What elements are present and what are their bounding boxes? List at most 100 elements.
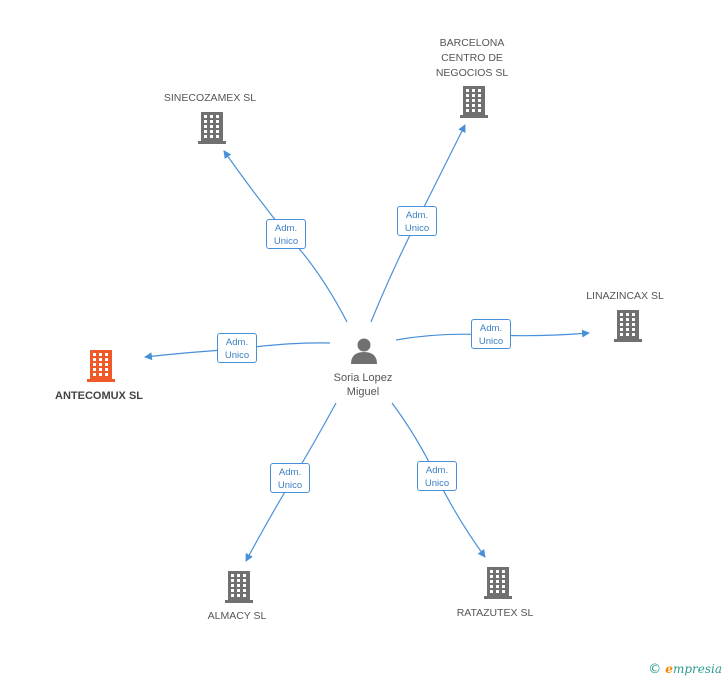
edge-role-line2: Unico [273, 236, 299, 247]
building-window [490, 590, 493, 593]
building-window [466, 104, 469, 107]
edge-role-line1: Adm. [274, 223, 298, 234]
building-window [93, 363, 96, 366]
building-window [620, 318, 623, 321]
building-window [490, 585, 493, 588]
building-window [632, 328, 635, 331]
building-window [243, 594, 246, 597]
person-head [357, 338, 371, 352]
building-window [620, 313, 623, 316]
edge-role-line1: Adm. [425, 465, 449, 476]
building-window [478, 99, 481, 102]
building-window [216, 120, 219, 123]
edge-role-line2: Unico [424, 478, 450, 489]
building-window [502, 590, 505, 593]
edge-role-linazincax[interactable]: Adm. Unico [471, 319, 511, 349]
building-base [198, 141, 226, 144]
building-window [496, 585, 499, 588]
building-icon-barcelona[interactable] [460, 86, 488, 118]
building-window [231, 589, 234, 592]
building-window [105, 363, 108, 366]
building-base [484, 596, 512, 599]
building-window [620, 323, 623, 326]
company-label-barcelona[interactable]: BARCELONA CENTRO DE NEGOCIOS SL [435, 37, 509, 79]
building-window [496, 580, 499, 583]
building-window [204, 115, 207, 118]
building-window [502, 585, 505, 588]
building-window [496, 590, 499, 593]
company-label-linazincax[interactable]: LINAZINCAX SL [586, 290, 664, 302]
edge-role-line2: Unico [224, 350, 250, 361]
building-window [204, 130, 207, 133]
building-window [210, 120, 213, 123]
company-label-antecomux[interactable]: ANTECOMUX SL [55, 390, 143, 402]
building-icon-sinecozamex[interactable] [198, 112, 226, 144]
building-window [472, 89, 475, 92]
building-window [99, 358, 102, 361]
brand-name: mpresia [672, 662, 722, 676]
building-window [237, 574, 240, 577]
company-label-almacy[interactable]: ALMACY SL [207, 610, 267, 622]
building-window [216, 125, 219, 128]
building-icon-ratazutex[interactable] [484, 567, 512, 599]
building-window [490, 580, 493, 583]
building-window [216, 115, 219, 118]
edge-role-barcelona[interactable]: Adm. Unico [397, 206, 437, 236]
building-icon-almacy[interactable] [225, 571, 253, 603]
building-window [632, 323, 635, 326]
building-window [99, 368, 102, 371]
building-base [225, 600, 253, 603]
building-window [93, 373, 96, 376]
building-window [105, 373, 108, 376]
building-window [620, 328, 623, 331]
person-name[interactable]: Soria Lopez Miguel [313, 371, 413, 399]
company-label-ratazutex[interactable]: RATAZUTEX SL [456, 607, 534, 619]
edge-role-antecomux[interactable]: Adm. Unico [217, 333, 257, 363]
building-window [626, 328, 629, 331]
edge-role-line2: Unico [277, 480, 303, 491]
building-window [105, 368, 108, 371]
building-window [210, 130, 213, 133]
building-window [243, 579, 246, 582]
edge-role-almacy[interactable]: Adm. Unico [270, 463, 310, 493]
building-window [502, 570, 505, 573]
building-window [478, 94, 481, 97]
building-icon-antecomux[interactable] [87, 350, 115, 382]
building-window [632, 333, 635, 336]
building-window [93, 353, 96, 356]
building-icon-linazincax[interactable] [614, 310, 642, 342]
building-window [490, 575, 493, 578]
building-window [478, 109, 481, 112]
company-label-sinecozamex[interactable]: SINECOZAMEX SL [163, 92, 257, 104]
building-base [87, 379, 115, 382]
building-window [216, 130, 219, 133]
building-window [99, 363, 102, 366]
building-window [204, 125, 207, 128]
person-name-line2: Miguel [346, 386, 380, 398]
building-window [210, 135, 213, 138]
building-window [93, 358, 96, 361]
building-window [472, 104, 475, 107]
edge-role-line1: Adm. [225, 337, 249, 348]
person-icon[interactable] [351, 338, 377, 365]
edge-role-line1: Adm. [479, 323, 503, 334]
copyright-icon: © [648, 662, 662, 677]
person-name-line1: Soria Lopez [333, 372, 393, 384]
building-window [204, 120, 207, 123]
building-window [237, 589, 240, 592]
building-window [472, 109, 475, 112]
building-window [626, 313, 629, 316]
edge-role-sinecozamex[interactable]: Adm. Unico [266, 219, 306, 249]
building-window [204, 135, 207, 138]
building-base [460, 115, 488, 118]
edge-role-ratazutex[interactable]: Adm. Unico [417, 461, 457, 491]
building-window [490, 570, 493, 573]
building-window [231, 579, 234, 582]
building-window [632, 318, 635, 321]
building-window [496, 570, 499, 573]
building-window [626, 333, 629, 336]
building-window [237, 579, 240, 582]
building-window [466, 94, 469, 97]
building-window [502, 575, 505, 578]
